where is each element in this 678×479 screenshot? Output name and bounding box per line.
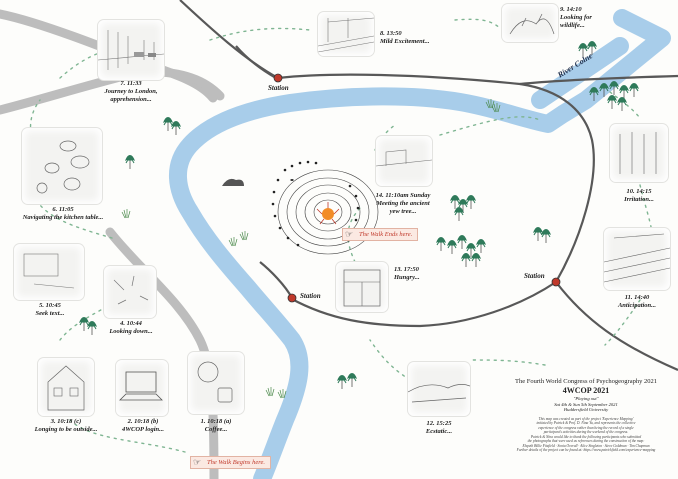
congress-dates: Sat 4th & Sun 5th September 2021 xyxy=(554,401,618,407)
sketch-1-coffee xyxy=(188,352,244,414)
caption-1: 1. 10:18 (a)Coffee... xyxy=(200,418,232,433)
yew-tree-icon xyxy=(316,202,340,225)
project-description: This map was created as part of the proj… xyxy=(516,416,656,453)
rail-dark-east xyxy=(555,281,678,372)
grass-icons xyxy=(121,98,501,399)
congress-subtitle: "Playing out" xyxy=(573,396,599,401)
station-marker xyxy=(551,277,561,287)
footprints-icon xyxy=(271,160,360,247)
pointing-hand-icon: ☞ xyxy=(193,457,202,467)
sketch-3-house xyxy=(38,358,94,416)
sketch-10-fence xyxy=(610,124,668,182)
sketch-13-shopfront xyxy=(336,262,388,312)
sketch-9-wildlife xyxy=(502,4,558,42)
sketch-11-tracks xyxy=(604,228,670,290)
rail-light-south xyxy=(105,227,219,479)
sketch-8-platform xyxy=(318,12,374,56)
pointing-hand-icon: ☞ xyxy=(345,229,354,239)
yew-contours xyxy=(277,169,379,255)
rail-dark-branch xyxy=(235,45,277,79)
rail-dark-southwest xyxy=(289,281,557,328)
sketch-7-street xyxy=(98,20,164,80)
congress-title: The Fourth World Congress of Psychogeogr… xyxy=(515,378,657,385)
station-label: Station xyxy=(524,272,545,280)
sketch-5-sign xyxy=(14,244,84,300)
station-label: Station xyxy=(268,84,289,92)
walk-begins-banner: ☞ The Walk Begins here. xyxy=(190,456,272,469)
sketch-14-yew xyxy=(376,136,432,186)
station-marker xyxy=(287,293,297,303)
sketch-4-ground xyxy=(104,266,156,318)
rock-icon xyxy=(222,178,244,186)
river xyxy=(168,9,671,479)
sketch-6-kitchen-table xyxy=(22,128,102,204)
congress-code: 4WCOP 2021 xyxy=(562,386,610,395)
congress-venue: Huddersfield University xyxy=(563,407,609,413)
caption-3: 3. 10:18 (c)Longing to be outside... xyxy=(34,418,98,433)
walk-ends-banner: ☞ The Walk Ends here. xyxy=(342,228,419,241)
sketch-2-laptop xyxy=(116,360,168,416)
station-marker xyxy=(273,73,283,83)
project-info: The Fourth World Congress of Psychogeogr… xyxy=(500,378,672,453)
station-label: Station xyxy=(300,292,321,300)
caption-2: 2. 10:18 (b)4WCOP login... xyxy=(121,418,164,433)
rail-dark-east-top xyxy=(519,74,678,86)
sketch-12-landscape xyxy=(408,362,470,416)
